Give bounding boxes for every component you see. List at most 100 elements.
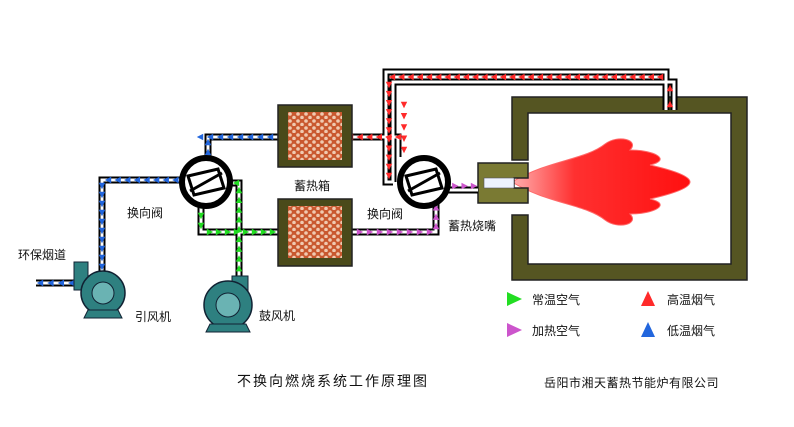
flow-arrow (666, 100, 674, 108)
flow-arrow (555, 73, 562, 81)
arrow-icon (641, 291, 655, 306)
legend-item: 加热空气 (507, 323, 580, 338)
flow-arrow (527, 73, 534, 81)
flow-arrow (432, 222, 440, 230)
flow-arrow (366, 133, 373, 141)
arrow-icon (507, 323, 522, 337)
flow-arrow (564, 73, 571, 81)
flow-arrow (356, 228, 364, 236)
flow-arrow (233, 228, 241, 236)
flow-arrow (236, 133, 244, 141)
flow-arrow (235, 186, 243, 194)
flow-arrow (57, 279, 64, 287)
fan-icon (203, 275, 253, 333)
flow-arrow (426, 228, 434, 236)
flame-icon (511, 138, 691, 226)
flow-arrow (269, 228, 277, 236)
flow-arrow (582, 73, 590, 81)
flow-arrow (260, 228, 268, 236)
flow-arrow (385, 172, 393, 180)
flow-arrow (152, 176, 160, 184)
flow-arrow (396, 228, 404, 236)
flow-arrow (666, 84, 674, 92)
left-valve-label: 换向阀 (127, 205, 163, 220)
flow-arrow (536, 73, 544, 81)
flow-arrow (98, 182, 106, 190)
flow-arrow (452, 182, 459, 190)
legend-item: 低温烟气 (641, 322, 715, 338)
legend: 常温空气 高温烟气 加热空气 低温烟气 (507, 291, 715, 338)
flow-arrow (124, 176, 131, 184)
flow-arrow (98, 200, 106, 208)
flow-arrow (133, 176, 141, 184)
burner-icon (477, 162, 529, 204)
diagram-title: 不换向燃烧系统工作原理图 (237, 373, 429, 390)
flow-arrow (386, 228, 394, 236)
induced-fan-label: 引风机 (135, 310, 171, 324)
legend-label: 高温烟气 (667, 292, 715, 307)
flow-arrow (242, 228, 250, 236)
flow-arrow (416, 228, 424, 236)
flow-arrow (385, 81, 393, 89)
flow-arrow (196, 133, 204, 141)
flow-arrow (251, 228, 259, 236)
flow-arrow (400, 146, 408, 154)
flow-arrow (453, 73, 460, 81)
flow-arrow (400, 135, 408, 142)
flow-arrow (385, 90, 393, 98)
flow-arrow (98, 236, 106, 244)
flow-arrow (592, 73, 599, 81)
flow-arrow (385, 109, 393, 116)
legend-item: 常温空气 (507, 292, 580, 307)
flow-arrow (407, 73, 414, 81)
company-name: 岳阳市湘天蓄热节能炉有限公司 (544, 375, 719, 390)
flow-arrow (610, 73, 617, 81)
flow-arrow (470, 182, 478, 190)
flow-arrow (215, 228, 223, 236)
flow-arrow (385, 145, 393, 152)
flow-arrow (406, 228, 414, 236)
flow-arrow (204, 138, 212, 146)
flow-arrow (647, 73, 654, 81)
flow-arrow (162, 176, 169, 184)
flow-arrow (256, 133, 264, 141)
flow-arrow (232, 179, 240, 187)
flow-arrow (490, 73, 497, 81)
flow-arrow (435, 73, 442, 81)
flow-arrow (385, 100, 393, 107)
flow-arrow (425, 73, 433, 81)
flow-arrow (461, 182, 468, 190)
flow-arrow (197, 222, 205, 230)
flow-arrow (416, 73, 423, 81)
flow-arrow (400, 113, 408, 120)
flow-arrow (98, 209, 106, 217)
flow-arrow (601, 73, 608, 81)
flow-arrow (385, 118, 393, 125)
flow-arrow (224, 228, 232, 236)
flow-arrow (432, 204, 440, 211)
flow-arrow (398, 73, 405, 81)
flow-arrow (143, 176, 150, 184)
flow-arrow (246, 133, 254, 141)
legend-item: 高温烟气 (641, 291, 715, 307)
flow-arrow (638, 73, 645, 81)
flow-arrow (508, 73, 516, 81)
furnace (511, 96, 748, 281)
flow-arrow (172, 176, 179, 184)
arrow-icon (641, 322, 655, 337)
flow-arrow (114, 176, 121, 184)
flow-arrow (98, 218, 106, 226)
regenerator-icon (277, 104, 353, 267)
flow-arrow (235, 235, 243, 243)
flow-arrow (356, 133, 363, 141)
blower-label: 鼓风机 (259, 309, 295, 323)
flow-arrow (98, 263, 106, 271)
flow-arrow (385, 154, 393, 161)
flow-arrow (573, 73, 581, 81)
flow-arrow (206, 133, 214, 141)
flow-arrow (68, 279, 75, 287)
burner-label: 蓄热烧嘴 (448, 219, 496, 233)
flow-arrow (385, 163, 393, 171)
flow-arrow (235, 255, 243, 262)
env-chimney-label: 环保烟道 (18, 248, 66, 262)
